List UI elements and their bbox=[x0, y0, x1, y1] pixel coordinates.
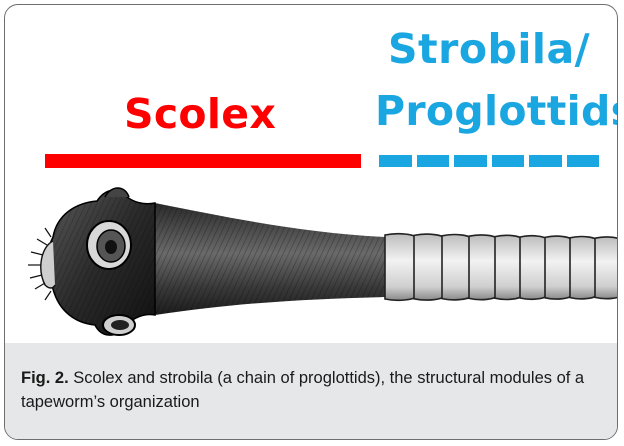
sucker-top bbox=[105, 188, 129, 197]
neck-hatching bbox=[155, 203, 385, 315]
figure-number: Fig. 2. bbox=[21, 369, 69, 387]
caption-text: Scolex and strobila (a chain of proglott… bbox=[21, 369, 584, 411]
strobila-dash bbox=[492, 155, 525, 167]
rostellum bbox=[41, 241, 55, 288]
strobila-dash bbox=[454, 155, 487, 167]
strobila-label-line1: Strobila/ bbox=[388, 29, 590, 70]
proglottid bbox=[595, 237, 618, 299]
figure-frame: Strobila/ Scolex Proglottids bbox=[4, 4, 618, 440]
scolex-label: Scolex bbox=[124, 94, 276, 135]
tapeworm-illustration bbox=[5, 175, 618, 345]
proglottid-segments bbox=[385, 234, 618, 301]
figure-caption: Fig. 2. Scolex and strobila (a chain of … bbox=[5, 343, 618, 440]
figure-panel: Strobila/ Scolex Proglottids bbox=[5, 5, 618, 345]
scolex-bar bbox=[45, 154, 361, 168]
proglottid bbox=[520, 236, 546, 300]
proglottid bbox=[385, 234, 415, 301]
proglottid bbox=[570, 237, 596, 299]
proglottid bbox=[414, 234, 443, 300]
proglottid bbox=[442, 235, 470, 300]
sucker-lower bbox=[103, 315, 135, 335]
proglottid bbox=[469, 235, 496, 300]
proglottid bbox=[545, 236, 571, 299]
strobila-label-line2: Proglottids bbox=[375, 91, 618, 132]
strobila-dash bbox=[379, 155, 412, 167]
proglottid bbox=[495, 235, 521, 299]
strobila-dash bbox=[529, 155, 562, 167]
strobila-dash bbox=[417, 155, 450, 167]
sucker-upper bbox=[87, 221, 131, 269]
strobila-dash bbox=[567, 155, 600, 167]
